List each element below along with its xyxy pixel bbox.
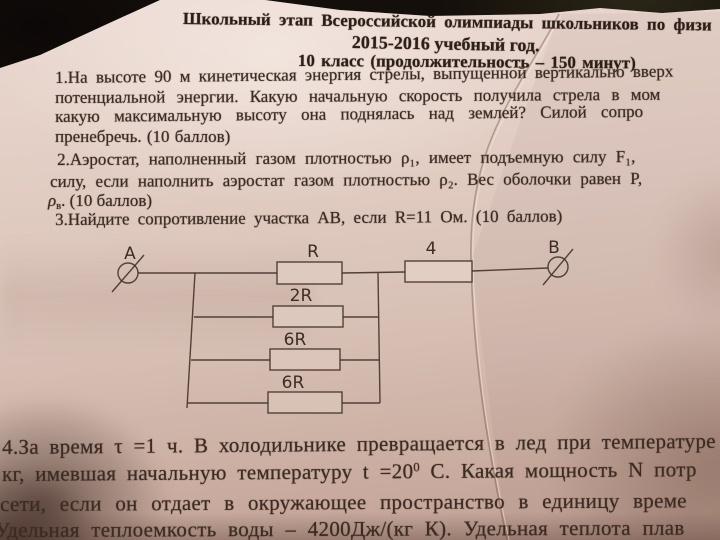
right-bus-wire	[377, 272, 381, 404]
problem4-line-1: 4.За время τ =1 ч. В холодильнике превра…	[1, 428, 716, 459]
resistor-2r-box	[272, 305, 344, 328]
resistor-2r-label: 2R	[290, 286, 313, 306]
problem3-line-1: 3.Найдите сопротивление участка АВ, если…	[54, 206, 563, 229]
problem4-line-2b: С. Какая мощность N потр	[419, 457, 697, 484]
rho-symbol: ρ	[48, 191, 57, 210]
problem2-line-1: 2.Аэростат, наполненный газом плотностью…	[56, 146, 636, 169]
terminal-a-label: A	[124, 244, 136, 264]
wire-r-to-4	[341, 271, 406, 274]
problem4-line-4: Удельная теплоемкость воды – 4200Дж/(кг …	[0, 515, 685, 540]
problem1-line-4: пренебречь. (10 баллов)	[55, 127, 231, 146]
terminal-a-slash	[111, 254, 145, 293]
resistor-6r-2-box	[267, 391, 343, 414]
resistor-4-label: 4	[426, 239, 437, 259]
resistor-4-box	[404, 260, 473, 283]
wire-4-to-b	[471, 267, 549, 272]
title-line-1: Школьный этап Всероссийской олимпиады шк…	[182, 9, 712, 35]
right-edge-shadow	[655, 170, 720, 330]
terminal-b-label: B	[548, 238, 560, 258]
resistor-r-label: R	[307, 242, 319, 262]
problem1-line-3: какую максимальную высоту она поднялась …	[54, 101, 644, 126]
problem1-line-1: 1.На высоте 90 м кинетическая энергия ст…	[54, 61, 674, 87]
resistor-6r-2-label: 6R	[282, 373, 305, 393]
problem2-line-3: ρв. (10 баллов)	[48, 192, 152, 212]
rho-subscript: в	[56, 200, 62, 212]
resistor-6r-1-label: 6R	[284, 330, 307, 350]
left-bus-wire	[186, 272, 196, 409]
problem4-line-3: сети, если он отдает в окружающее простр…	[0, 488, 687, 516]
problem2-line-3-rest: . (10 баллов)	[61, 191, 153, 210]
problem2-line-2: силу, если наполнить аэростат газом плот…	[49, 168, 643, 191]
resistor-r-box	[276, 261, 343, 285]
problem4-line-2: кг, имевшая начальную температуру t =200…	[1, 457, 697, 486]
resistor-6r-1-box	[269, 348, 341, 371]
terminal-b-circle	[547, 256, 569, 278]
circuit-diagram: A B R 4 2R 6R 6R	[111, 238, 574, 414]
terminal-b-slash	[542, 248, 574, 286]
problem4-line-2a: кг, имевшая начальную температуру t =20	[1, 459, 414, 486]
